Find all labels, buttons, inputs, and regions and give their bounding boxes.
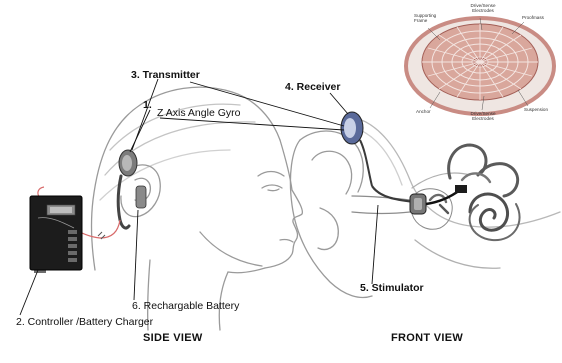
- gyro-inset: [406, 18, 554, 114]
- inset-anchor-label: Anchor: [416, 110, 431, 115]
- transmitter-label: 3. Transmitter: [131, 70, 200, 81]
- receiver-label: 4. Receiver: [285, 82, 340, 93]
- gyro-label: Z Axis Angle Gyro: [157, 108, 240, 119]
- inset-suspension-label: Suspension: [524, 108, 548, 113]
- front-view-caption: FRONT VIEW: [391, 333, 463, 344]
- inset-drive-sense-top-label: Drive/Sense Electrodes: [466, 4, 500, 14]
- side-view-head: [92, 87, 303, 330]
- inset-drive-sense-bottom-label: Drive/Sense Electrodes: [466, 112, 500, 122]
- gyro-number-label: 1.: [143, 100, 152, 111]
- inset-proofmass-label: Proofmass: [522, 16, 544, 21]
- controller-unit: [30, 196, 82, 273]
- battery-label: 6. Rechargable Battery: [132, 301, 239, 312]
- controller-label: 2. Controller /Battery Charger: [16, 317, 153, 328]
- stimulator-electrode: [372, 185, 467, 214]
- stimulator-label: 5. Stimulator: [360, 283, 424, 294]
- inset-supporting-frame-label: Supporting Frame: [414, 14, 442, 24]
- side-view-caption: SIDE VIEW: [143, 333, 203, 344]
